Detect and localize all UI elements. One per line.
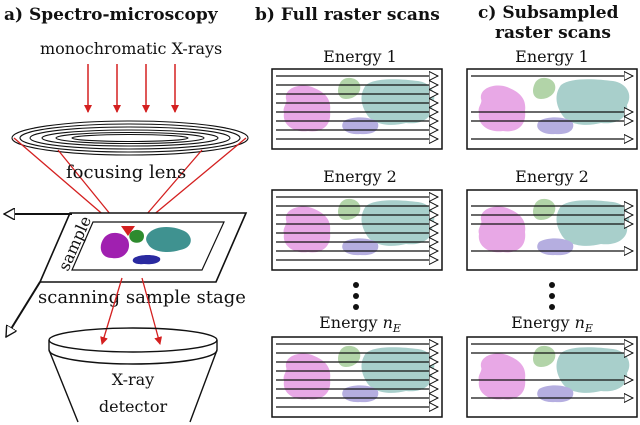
b-energy-n-label: Energy nE bbox=[319, 313, 401, 335]
detector-label-line2: detector bbox=[99, 397, 168, 416]
scan-lines bbox=[276, 197, 438, 260]
panel-a-title: a) Spectro-microscopy bbox=[4, 5, 219, 25]
sample-particle-blue bbox=[132, 255, 161, 265]
xrays-label: monochromatic X-rays bbox=[40, 39, 222, 58]
scan-lines bbox=[471, 206, 633, 251]
energy-n-prefix: Energy bbox=[319, 313, 382, 332]
b-raster-energy-n bbox=[271, 336, 443, 418]
detector-label-line1: X-ray bbox=[112, 370, 154, 389]
b-raster-energy-1 bbox=[271, 68, 443, 150]
energy-n-var: n bbox=[383, 313, 393, 332]
c-energy-1-label: Energy 1 bbox=[515, 47, 589, 66]
sample-particles bbox=[100, 227, 191, 265]
xray-arrows bbox=[84, 64, 179, 113]
scan-lines bbox=[471, 76, 633, 139]
focusing-lens-icon bbox=[11, 120, 249, 156]
panel-c-title-line1: c) Subsampled bbox=[478, 3, 619, 23]
detector-icon bbox=[48, 327, 218, 423]
scan-lines bbox=[276, 76, 438, 139]
panel-c-title-line2: raster scans bbox=[495, 23, 611, 43]
b-energy-2-label: Energy 2 bbox=[323, 167, 397, 186]
beam-focus-point bbox=[121, 226, 135, 236]
c-raster-energy-1 bbox=[466, 68, 638, 150]
b-raster-energy-2 bbox=[271, 189, 443, 271]
sample-particle-green bbox=[129, 229, 144, 243]
scan-lines bbox=[276, 344, 438, 407]
sample-particle-pink bbox=[100, 232, 130, 259]
lens-label: focusing lens bbox=[66, 162, 186, 183]
stage-motion-arrows bbox=[4, 214, 72, 337]
b-ellipsis-dots bbox=[353, 282, 359, 310]
energy-n-sub: E bbox=[392, 322, 401, 335]
transmitted-beam bbox=[100, 277, 163, 345]
energy-n-sub: E bbox=[584, 322, 593, 335]
energy-n-prefix: Energy bbox=[511, 313, 574, 332]
panel-b-title: b) Full raster scans bbox=[255, 5, 440, 25]
scan-lines bbox=[471, 344, 633, 398]
stage-label: scanning sample stage bbox=[38, 287, 246, 308]
c-energy-2-label: Energy 2 bbox=[515, 167, 589, 186]
c-raster-energy-2 bbox=[466, 189, 638, 271]
c-ellipsis-dots bbox=[549, 282, 555, 310]
c-energy-n-label: Energy nE bbox=[511, 313, 593, 335]
b-energy-1-label: Energy 1 bbox=[323, 47, 397, 66]
energy-n-var: n bbox=[575, 313, 585, 332]
sample-particle-teal bbox=[146, 227, 191, 252]
stage-arrow-diagonal-icon bbox=[5, 281, 41, 337]
c-raster-energy-n bbox=[466, 336, 638, 418]
